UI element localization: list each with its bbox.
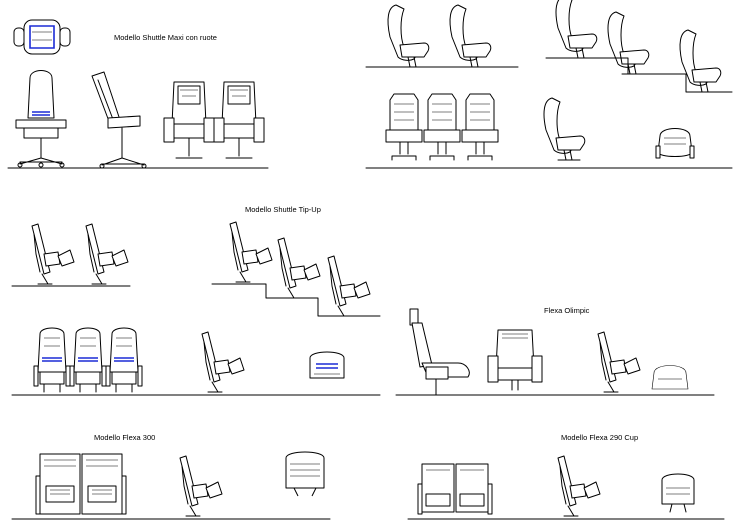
flexa290-compact (661, 473, 695, 513)
tipup-side-1 (31, 223, 75, 285)
olimpic-compact-outline (651, 365, 689, 390)
recliner-group (365, 0, 733, 169)
row-seat-2 (423, 93, 461, 161)
tipup-step-1 (229, 221, 273, 283)
flexa-olimpic-group: Flexa Olimpic (395, 306, 715, 396)
recliner-side-3 (543, 97, 586, 161)
recliner-side-1 (387, 4, 430, 68)
flexa290-front-pair (417, 463, 493, 515)
office-chair-side (91, 71, 147, 169)
recliner-front-compact (655, 128, 695, 159)
office-chair-front (15, 70, 67, 168)
flexa-290-group: Modello Flexa 290 Cup (407, 433, 725, 520)
label-shuttle-maxi: Modello Shuttle Maxi con ruote (114, 33, 217, 42)
flexa290-side (557, 455, 601, 517)
recliner-side-2 (449, 4, 492, 68)
flexa300-side (179, 455, 223, 517)
flexa300-front-pair (35, 453, 127, 515)
tipup-front-2 (69, 327, 107, 393)
label-flexa-300: Modello Flexa 300 (94, 433, 155, 442)
olimpic-front (487, 329, 543, 391)
stepped-floor (545, 57, 733, 93)
row-seat-3 (461, 93, 499, 161)
tipup-step-3 (327, 255, 371, 317)
row-seat-1 (385, 93, 423, 161)
label-flexa-olimpic: Flexa Olimpic (544, 306, 590, 315)
recliner-step-1 (555, 0, 598, 59)
tipup-step-2 (277, 237, 321, 299)
tipup-front-1 (33, 327, 71, 393)
chair-top-view (13, 19, 71, 55)
shuttle-tipup-group: Modello Shuttle Tip-Up (11, 205, 381, 396)
flexa300-top-compact (285, 451, 325, 497)
olimpic-tipup-side (597, 331, 641, 393)
tipup-side-2 (85, 223, 129, 285)
label-shuttle-tipup: Modello Shuttle Tip-Up (245, 205, 321, 214)
label-flexa-290: Modello Flexa 290 Cup (561, 433, 638, 442)
flexa-300-group: Modello Flexa 300 (11, 433, 331, 520)
armchair-front-1 (163, 81, 215, 159)
tipup-compact-blue (309, 351, 345, 379)
olimpic-recliner-side (409, 308, 470, 396)
tipup-front-3 (105, 327, 143, 393)
shuttle-maxi-group: Modello Shuttle Maxi con ruote (7, 19, 269, 169)
stepped-floor (211, 283, 381, 317)
tipup-side-3 (201, 331, 245, 393)
armchair-front-2 (213, 81, 265, 159)
